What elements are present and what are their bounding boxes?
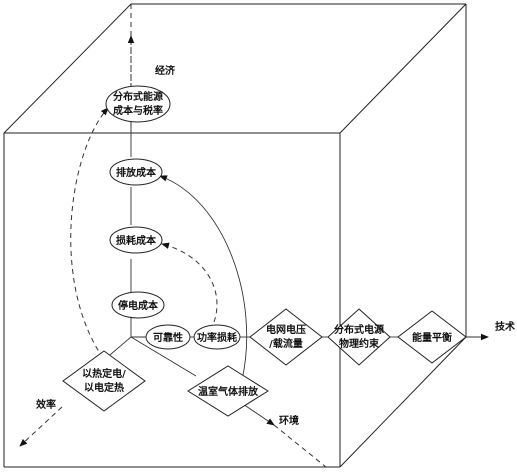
svg-text:可靠性: 可靠性: [153, 331, 183, 344]
svg-text:功率损耗: 功率损耗: [197, 331, 237, 344]
connector-chp-to-dg-cost: [70, 107, 109, 359]
environment-axis: [130, 336, 327, 468]
node-energy-balance: 能量平衡: [397, 310, 467, 364]
cube-front-face: [3, 132, 341, 468]
axis-label-environment: 环境: [279, 414, 299, 427]
svg-text:电网电压: 电网电压: [266, 323, 306, 336]
node-loss-cost: 损耗成本: [109, 226, 163, 254]
axis-label-technology: 技术: [495, 320, 515, 333]
svg-text:物理约束: 物理约束: [339, 337, 380, 350]
node-grid-voltage: 电网电压 /载流量: [249, 308, 323, 366]
axis-label-efficiency: 效率: [36, 398, 56, 411]
node-chp-mode: 以热定电/ 以电定热: [62, 350, 146, 412]
node-outage-cost: 停电成本: [111, 291, 165, 319]
node-dg-physical: 分布式电源 物理约束: [327, 308, 391, 366]
svg-text:以热定电/: 以热定电/: [82, 367, 126, 380]
svg-text:排放成本: 排放成本: [116, 166, 157, 179]
cube-back-face: [130, 3, 467, 309]
node-power-loss: 功率损耗: [193, 324, 241, 350]
node-ghg-emission: 温室气体排放: [187, 365, 269, 417]
svg-text:能量平衡: 能量平衡: [412, 331, 452, 344]
svg-text:停电成本: 停电成本: [118, 299, 159, 312]
svg-text:损耗成本: 损耗成本: [116, 234, 157, 247]
connector-ghg-to-emission: [159, 175, 248, 381]
connector-powerloss-to-losscost: [161, 242, 218, 323]
node-dg-cost-tax: 分布式能源 成本与税率: [105, 85, 171, 123]
svg-text:成本与税率: 成本与税率: [113, 104, 163, 117]
cube-depth-edges: [3, 3, 467, 468]
axis-label-economy: 经济: [155, 64, 176, 77]
node-reliability: 可靠性: [145, 324, 191, 350]
svg-text:/载流量: /载流量: [269, 337, 303, 350]
svg-text:以电定热: 以电定热: [84, 381, 124, 394]
node-emission-cost: 排放成本: [109, 158, 163, 186]
svg-text:分布式电源: 分布式电源: [334, 323, 384, 336]
svg-text:温室气体排放: 温室气体排放: [198, 385, 259, 398]
svg-text:分布式能源: 分布式能源: [113, 90, 163, 103]
